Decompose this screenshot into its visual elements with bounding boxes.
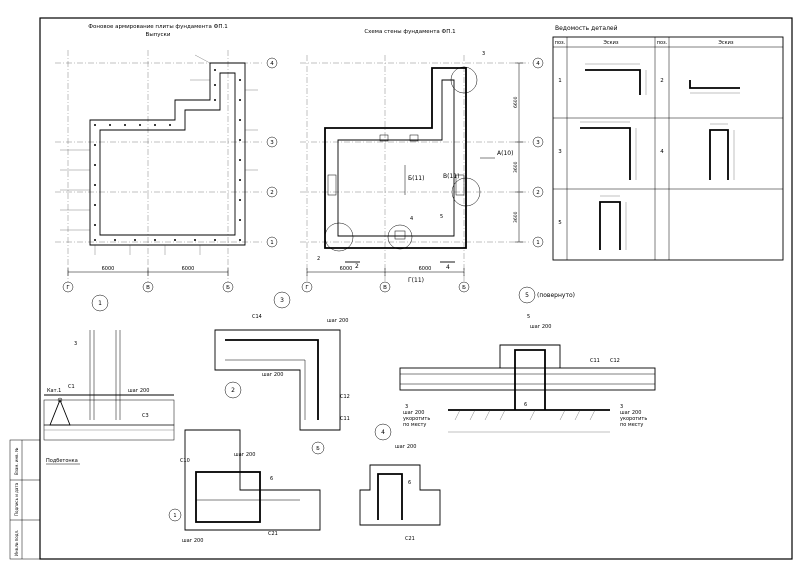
wall-axis-2: 2 xyxy=(536,190,540,196)
detail-2-number: 2 xyxy=(231,387,235,394)
detail-2-step: шаг 200 xyxy=(234,452,255,458)
detail-5-num3-left: 3 xyxy=(405,404,408,410)
detail-5-c11: С11 xyxy=(590,358,600,364)
plan-axis-g: Г xyxy=(66,285,70,291)
wall-label-v11: В(11) xyxy=(443,173,459,180)
detail-2-num6: 6 xyxy=(270,476,273,482)
wall-axis-g: Г xyxy=(305,285,309,291)
detail-3: 3 С14 шаг 200 шаг 200 С12 С11 Б xyxy=(214,291,350,455)
wall-dim-r3: 3600 xyxy=(513,211,519,223)
schedule-col-pos-2: поз. xyxy=(657,40,668,46)
detail-2-c10: С10 xyxy=(180,458,190,464)
plan-title: Фоновое армирование плиты фундамента ФП.… xyxy=(88,24,227,30)
detail-2-c21: С21 xyxy=(268,531,278,537)
wall-callout-5: 5 xyxy=(440,214,443,220)
wall-label-g11: Г(11) xyxy=(408,277,424,284)
detail-1-podbetonka: Подбетонка xyxy=(46,458,78,464)
plan-axis-b: Б xyxy=(226,285,230,291)
wall-axis-1: 1 xyxy=(536,240,540,246)
detail-1-c1: С1 xyxy=(68,384,75,390)
schedule-col-sketch-2: Эскиз xyxy=(718,40,734,46)
schedule-pos-4: 4 xyxy=(660,149,664,155)
detail-5-inplace-left: по месту xyxy=(403,422,426,428)
detail-4-number: 4 xyxy=(381,429,385,436)
detail-3-c11: С11 xyxy=(340,416,350,422)
plan-axis-2: 2 xyxy=(270,190,274,196)
wall-axis-4: 4 xyxy=(536,61,540,67)
sheet-frame xyxy=(39,17,793,560)
plan-wall-scheme: Схема стены фундамента ФП.1 3 2 4 5 Б(11… xyxy=(300,29,544,293)
detail-5-c12: С12 xyxy=(610,358,620,364)
schedule-title: Ведомость деталей xyxy=(555,25,618,32)
detail-5-num3-right: 3 xyxy=(620,404,623,410)
stamp-text-3: Инв.№ подл. xyxy=(14,530,19,556)
detail-1-c3: С3 xyxy=(142,413,149,419)
detail-5-num6: 6 xyxy=(524,402,527,408)
schedule-pos-5: 5 xyxy=(558,220,562,226)
wall-dim-r1: 6600 xyxy=(513,96,519,108)
plan-dim-1: 6000 xyxy=(102,266,115,272)
plan-reinforcement: Фоновое армирование плиты фундамента ФП.… xyxy=(55,24,278,293)
schedule-pos-2: 2 xyxy=(660,78,664,84)
detail-3-step2: шаг 200 xyxy=(262,372,283,378)
wall-dim-r2: 3600 xyxy=(513,161,519,173)
schedule-pos-3: 3 xyxy=(558,149,562,155)
stamp-text-2: Подпись и дата xyxy=(14,482,19,516)
detail-3-c12: С12 xyxy=(340,394,350,400)
detail-3-number: 3 xyxy=(280,297,284,304)
schedule-table: Ведомость деталей поз. Эскиз поз. Эскиз … xyxy=(552,25,784,261)
detail-1-label-3: 3 xyxy=(74,341,77,347)
detail-2-axis: 1 xyxy=(173,513,176,519)
detail-5-inplace-right: по месту xyxy=(620,422,643,428)
plan-axis-3: 3 xyxy=(270,140,274,146)
detail-5-note: (повернуто) xyxy=(537,292,575,299)
wall-title: Схема стены фундамента ФП.1 xyxy=(364,29,455,35)
plan-subtitle: Выпуски xyxy=(146,32,171,38)
detail-5-label-5: 5 xyxy=(527,314,530,320)
wall-dim-1: 6000 xyxy=(340,266,353,272)
wall-cut-4: 4 xyxy=(446,264,450,271)
detail-5-number: 5 xyxy=(525,292,529,299)
detail-4-c21: С21 xyxy=(405,536,415,542)
detail-5-shorten-left: укоротить xyxy=(403,416,430,422)
plan-axis-v: В xyxy=(146,285,150,291)
detail-1-number: 1 xyxy=(98,300,102,307)
detail-5-step-left: шаг 200 xyxy=(403,410,424,416)
detail-5: 5 (повернуто) 5 шаг 200 С11 С12 6 3 шаг … xyxy=(399,286,656,433)
plan-axis-4: 4 xyxy=(270,61,274,67)
detail-1-kat1: Кат.1 xyxy=(47,388,61,394)
detail-3-axis: Б xyxy=(316,446,320,452)
detail-1-step: шаг 200 xyxy=(128,388,149,394)
detail-5-step-right: шаг 200 xyxy=(620,410,641,416)
schedule-col-sketch-1: Эскиз xyxy=(603,40,619,46)
detail-4-num6: 6 xyxy=(408,480,411,486)
detail-5-shorten-right: укоротить xyxy=(620,416,647,422)
wall-axis-v: В xyxy=(383,285,387,291)
detail-4: 4 шаг 200 6 С21 xyxy=(359,423,441,542)
plan-dim-2: 6000 xyxy=(182,266,195,272)
wall-callout-2: 2 xyxy=(317,256,320,262)
detail-3-c14: С14 xyxy=(252,314,262,320)
detail-3-step: шаг 200 xyxy=(327,318,348,324)
plan-axis-1: 1 xyxy=(270,240,274,246)
detail-2-step2: шаг 200 xyxy=(182,538,203,544)
wall-callout-4: 4 xyxy=(410,216,413,222)
wall-axis-3: 3 xyxy=(536,140,540,146)
detail-2: 2 С10 шаг 200 6 С21 шаг 200 1 xyxy=(168,381,321,544)
side-stamp: Взам. инв. № Подпись и дата Инв.№ подл. xyxy=(9,439,41,560)
detail-1: 1 3 Кат.1 С1 С3 шаг 200 Подбетонка xyxy=(43,294,175,465)
schedule-pos-1: 1 xyxy=(558,78,562,84)
wall-label-a10: А(10) xyxy=(497,150,513,157)
wall-cut-2: 2 xyxy=(355,263,359,270)
wall-dim-2: 6000 xyxy=(419,266,432,272)
detail-4-step: шаг 200 xyxy=(395,444,416,450)
detail-5-step: шаг 200 xyxy=(530,324,551,330)
wall-axis-b: Б xyxy=(462,285,466,291)
wall-callout-3: 3 xyxy=(482,51,485,57)
wall-label-b11: Б(11) xyxy=(408,175,424,182)
stamp-text-1: Взам. инв. № xyxy=(14,448,19,475)
schedule-col-pos-1: поз. xyxy=(555,40,566,46)
